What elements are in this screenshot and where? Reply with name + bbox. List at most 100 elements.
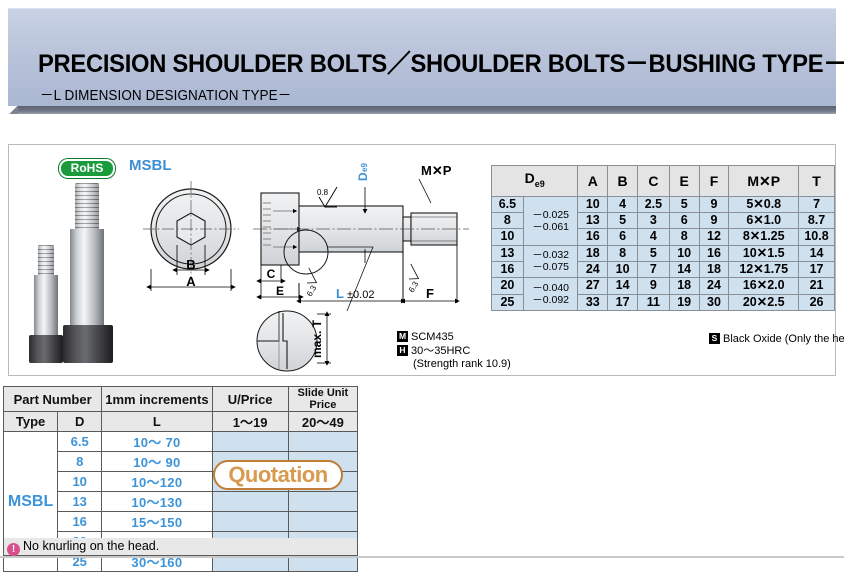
table-row: MSBL 6.5 10～ 70: [2, 431, 359, 572]
cell-l: 15～150: [101, 511, 213, 532]
cell-b: 17: [607, 293, 638, 311]
cell-t: 10.8: [798, 228, 835, 246]
cell-d: 10: [57, 471, 103, 492]
dim-col-a: A: [577, 165, 609, 197]
pn-col-l: L: [101, 411, 213, 432]
cell-a: 18: [577, 244, 609, 262]
table-row: 13 －0.032－0.075 18 8 5 10 16 10✕1.5 14: [491, 244, 835, 279]
cell-c: 5: [636, 244, 670, 262]
material-value: SCM435: [411, 331, 454, 343]
cell-e: 14: [668, 260, 700, 279]
dimension-table-header-row: De9 A B C E F M✕P T: [490, 165, 835, 197]
cell-f: 9: [698, 212, 730, 230]
cell-f: 30: [698, 293, 730, 311]
cell-c: 3: [636, 212, 670, 230]
cell-price-qty1[interactable]: [211, 491, 289, 512]
table-row: 20 －0.040－0.092 27 14 9 18 24 16✕2.0 21: [491, 277, 835, 311]
cell-f: 24: [698, 277, 730, 295]
roughness-symbol-head: [318, 186, 338, 208]
pn-col-qty2: 20～49: [287, 411, 359, 432]
dim-b-group: [172, 245, 210, 275]
cell-b: 5: [607, 212, 638, 230]
cell-tolerance: －0.032－0.075: [522, 244, 579, 279]
detail-indicator-circle: [283, 229, 329, 275]
cell-price-qty2[interactable]: [287, 431, 359, 452]
cell-price-qty1[interactable]: [211, 511, 289, 532]
cell-c: 11: [636, 293, 670, 311]
cell-d: 10: [491, 228, 524, 246]
cell-f: 12: [698, 228, 730, 246]
cell-e: 18: [668, 277, 700, 295]
cell-c: 7: [636, 260, 670, 279]
dim-f-group: [400, 245, 460, 304]
cell-b: 14: [607, 277, 638, 295]
head-hatch: [263, 202, 271, 246]
dim-l-label: L: [336, 286, 344, 301]
cell-d: 13: [491, 244, 524, 262]
quotation-badge[interactable]: Quotation: [213, 460, 343, 490]
warning-icon: !: [7, 543, 20, 556]
roughness-1-value: 6.3: [305, 283, 319, 298]
cell-t: 26: [798, 293, 835, 311]
cell-l: 10～120: [101, 471, 213, 492]
dim-col-mp: M✕P: [728, 165, 800, 197]
header-band: [8, 8, 836, 106]
cell-e: 19: [668, 293, 700, 311]
cell-mp: 8✕1.25: [728, 228, 800, 246]
dimension-table-body: 6.5 －0.025－0.061 10 4 2.5 5 9 5✕0.8 7 8 …: [491, 195, 835, 311]
pn-col-d: D: [57, 411, 103, 432]
dim-l-tolerance: ±0.02: [347, 289, 374, 301]
table-row: 25 33 17 11 19 30 20✕2.5 26: [491, 293, 835, 311]
thread-hatch: [411, 216, 457, 242]
dim-col-t: T: [798, 165, 835, 197]
dim-col-e: E: [668, 165, 700, 197]
cell-e: 8: [668, 228, 700, 246]
dim-col-f: F: [698, 165, 730, 197]
rohs-badge: RoHS: [59, 159, 115, 178]
cell-mp: 6✕1.0: [728, 212, 800, 230]
cell-tolerance: －0.025－0.061: [522, 195, 579, 246]
cell-t: 8.7: [798, 212, 835, 230]
page-title: PRECISION SHOULDER BOLTS／SHOULDER BOLTS－…: [38, 50, 844, 78]
dimension-table: De9 A B C E F M✕P T 6.5 －0.025－0.061 10 …: [490, 165, 835, 311]
cell-mp: 12✕1.75: [728, 260, 800, 279]
cell-l: 10～ 90: [101, 451, 213, 472]
pn-col-qty1: 1～19: [211, 411, 289, 432]
table-row: 6.5 －0.025－0.061 10 4 2.5 5 9 5✕0.8 7: [491, 195, 835, 246]
cell-c: 4: [636, 228, 670, 246]
cell-mp: 10✕1.5: [728, 244, 800, 262]
dim-c-group: [256, 265, 286, 284]
cell-price-qty2[interactable]: [287, 511, 359, 532]
part-table-footer-note: !No knurling on the head.: [3, 538, 358, 556]
roughness-symbol-2: [408, 263, 420, 280]
cell-price-qty1[interactable]: [211, 431, 289, 452]
dim-d-subscript: e9: [360, 163, 369, 172]
cell-d: 8: [57, 451, 103, 472]
dim-col-c: C: [636, 165, 670, 197]
cell-b: 6: [607, 228, 638, 246]
header-shadow: [8, 106, 836, 114]
pn-col-type: Type: [2, 411, 59, 432]
cell-b: 8: [607, 244, 638, 262]
cell-d: 6.5: [491, 195, 524, 214]
cell-a: 27: [577, 277, 609, 295]
cell-d: 20: [491, 277, 524, 295]
footer-note-text: No knurling on the head.: [23, 539, 160, 553]
table-row: 16 24 10 7 14 18 12✕1.75 17: [491, 260, 835, 279]
cell-d: 16: [57, 511, 103, 532]
pn-group-part-number: Part Number: [2, 386, 103, 412]
cell-f: 18: [698, 260, 730, 279]
cell-price-qty2[interactable]: [287, 491, 359, 512]
cell-l: 10～130: [101, 491, 213, 512]
roughness-symbol-1: [306, 267, 318, 284]
page-header: PRECISION SHOULDER BOLTS／SHOULDER BOLTS－…: [8, 8, 844, 114]
cell-t: 21: [798, 277, 835, 295]
detail-maxt-label: max. T: [310, 319, 324, 358]
cell-tolerance: －0.040－0.092: [522, 277, 579, 311]
pn-group-slide-price: Slide Unit Price: [287, 386, 359, 412]
bottom-divider: [0, 556, 844, 558]
roughness-head-value: 0.8: [317, 188, 329, 197]
cell-b: 4: [607, 195, 638, 214]
roughness-2-value: 6.3: [407, 279, 421, 294]
